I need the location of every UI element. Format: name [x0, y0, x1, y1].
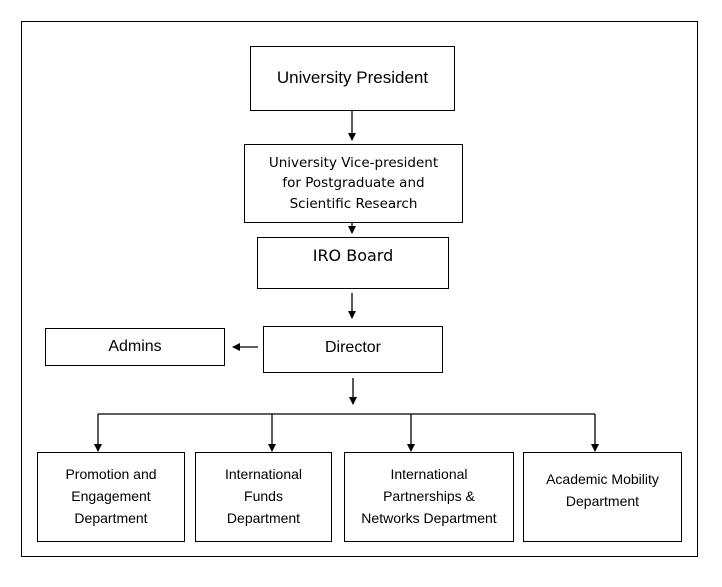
- diagram-frame: [21, 21, 698, 557]
- node-label: University Vice-president for Postgradua…: [268, 155, 439, 212]
- node-vice-president: University Vice-president for Postgradua…: [244, 144, 463, 223]
- node-label: University President: [276, 68, 429, 88]
- node-label: Director: [324, 339, 381, 356]
- node-promotion-engagement-dept: Promotion and Engagement Department: [37, 452, 185, 542]
- node-director: Director: [263, 326, 443, 373]
- node-international-funds-dept: International Funds Department: [195, 452, 332, 542]
- node-academic-mobility-dept: Academic Mobility Department: [523, 452, 682, 542]
- node-iro-board: IRO Board: [257, 237, 449, 289]
- node-label: International Partnerships & Networks De…: [361, 466, 497, 526]
- node-university-president: University President: [250, 46, 455, 111]
- node-partnerships-networks-dept: International Partnerships & Networks De…: [344, 452, 514, 542]
- node-label: Promotion and Engagement Department: [65, 466, 157, 526]
- node-admins: Admins: [45, 328, 225, 366]
- node-label: IRO Board: [312, 246, 394, 265]
- node-label: Academic Mobility Department: [546, 471, 659, 509]
- node-label: Admins: [108, 337, 162, 355]
- node-label: International Funds Department: [224, 466, 303, 526]
